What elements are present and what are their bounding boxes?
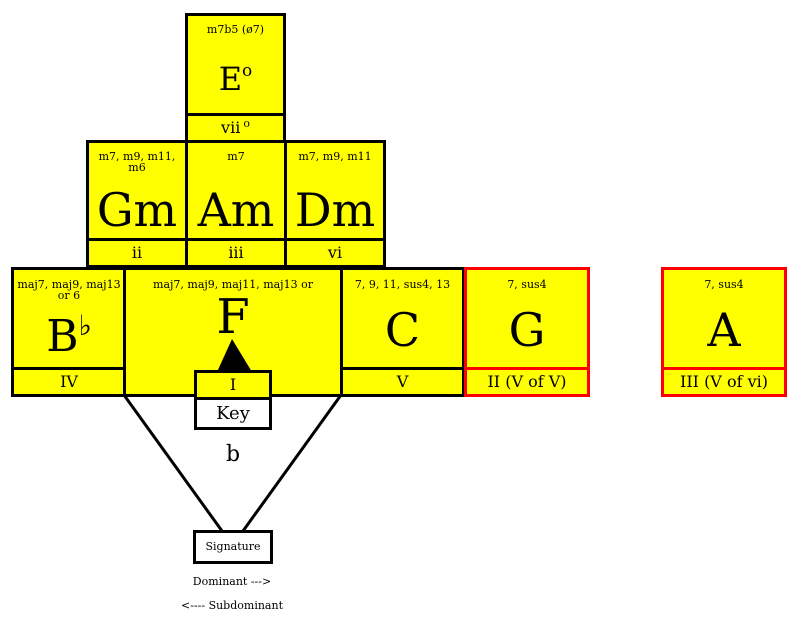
key-label: Key	[216, 403, 250, 424]
chord-e-diminished-sign: o	[242, 61, 253, 81]
chord-dm-box[interactable]: m7, m9, m11 Dm	[284, 140, 386, 241]
chord-bb-name: B	[46, 311, 79, 362]
chord-gm-name: Gm	[96, 183, 178, 237]
numeral-v: V	[396, 372, 409, 391]
numeral-ii: ii	[131, 243, 143, 262]
numeral-v-box: V	[340, 367, 465, 397]
connector-line-left	[122, 394, 224, 532]
flat-icon: ♭	[78, 309, 92, 342]
numeral-ii-secondary: II (V of V)	[487, 372, 567, 391]
numeral-iii: iii	[228, 243, 244, 262]
signature-box: Signature	[193, 530, 273, 564]
key-box: Key	[194, 397, 272, 430]
key-signature-symbol: b	[225, 442, 241, 467]
chord-a-name: A	[707, 303, 741, 357]
numeral-iii-secondary-box: III (V of vi)	[661, 367, 787, 397]
numeral-ii-box: ii	[86, 238, 188, 268]
chord-c-name: C	[384, 303, 421, 357]
chord-a-extensions: 7, sus4	[704, 278, 744, 291]
chord-g-extensions: 7, sus4	[507, 278, 547, 291]
chord-e-name: E	[218, 60, 243, 98]
numeral-vi: vi	[327, 243, 343, 262]
chord-gm-extensions: m7, m9, m11, m6	[98, 150, 176, 174]
numeral-i: I	[229, 375, 237, 394]
chord-bb-name-wrap: B♭	[14, 309, 124, 365]
numeral-ii-secondary-box: II (V of V)	[464, 367, 590, 397]
chord-am-box[interactable]: m7 Am	[185, 140, 287, 241]
numeral-vii: vii	[221, 118, 241, 137]
chord-e-extensions: m7b5 (ø7)	[206, 23, 265, 36]
connector-line-right	[241, 394, 343, 532]
chord-bb-extensions: maj7, maj9, maj13 or 6	[17, 278, 121, 302]
numeral-vii-sup: o	[243, 117, 250, 130]
numeral-iii-secondary: III (V of vi)	[680, 372, 768, 391]
chord-c-box[interactable]: 7, 9, 11, sus4, 13 C	[340, 267, 465, 370]
signature-label: Signature	[205, 540, 261, 553]
dominant-direction-label: Dominant --->	[192, 575, 272, 588]
chord-gm-box[interactable]: m7, m9, m11, m6 Gm	[86, 140, 188, 241]
chord-dm-extensions: m7, m9, m11	[298, 150, 372, 163]
numeral-iv: IV	[60, 372, 78, 391]
chord-f-extensions: maj7, maj9, maj11, maj13 or	[153, 278, 313, 291]
chord-e-name-wrap: Eo	[188, 60, 283, 102]
numeral-i-box: I	[194, 370, 272, 400]
chord-bb-box[interactable]: maj7, maj9, maj13 or 6 B♭	[11, 267, 127, 370]
chord-am-name: Am	[197, 183, 275, 237]
chord-c-extensions: 7, 9, 11, sus4, 13	[354, 278, 451, 291]
chord-am-extensions: m7	[227, 150, 245, 163]
chord-a-box[interactable]: 7, sus4 A	[661, 267, 787, 370]
chord-g-box[interactable]: 7, sus4 G	[464, 267, 590, 370]
chord-f-name: F	[216, 289, 250, 345]
numeral-vi-box: vi	[284, 238, 386, 268]
chord-dm-name: Dm	[294, 183, 376, 237]
chord-e-box[interactable]: m7b5 (ø7) Eo	[185, 13, 286, 116]
chord-g-name: G	[508, 303, 546, 357]
subdominant-direction-label: <---- Subdominant	[180, 599, 283, 612]
